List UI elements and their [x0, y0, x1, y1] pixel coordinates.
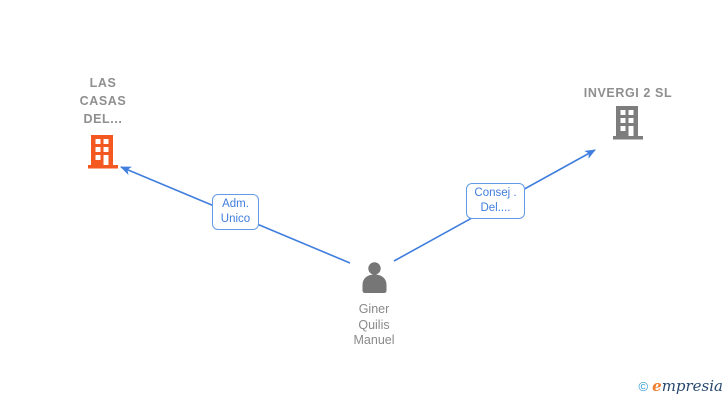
copyright-icon: ©	[638, 379, 649, 394]
edge-label-consej-del[interactable]: Consej . Del....	[466, 183, 525, 219]
company-name-label: LAS CASAS DEL...	[79, 76, 127, 126]
person-name-label: Giner Quilis Manuel	[353, 302, 395, 347]
node-company-invergi[interactable]: INVERGI 2 SL	[573, 84, 683, 140]
company-name-label: INVERGI 2 SL	[583, 86, 673, 100]
building-icon	[88, 135, 118, 169]
edge-label-adm-unico[interactable]: Adm. Unico	[212, 194, 259, 230]
person-icon	[362, 262, 386, 293]
brand-name: empresia	[652, 377, 723, 395]
node-company-las-casas[interactable]: LAS CASAS DEL...	[50, 74, 156, 169]
building-icon	[613, 106, 643, 140]
empresia-watermark: © empresia	[639, 377, 723, 395]
node-person-giner-quilis[interactable]: Giner Quilis Manuel	[341, 260, 407, 349]
